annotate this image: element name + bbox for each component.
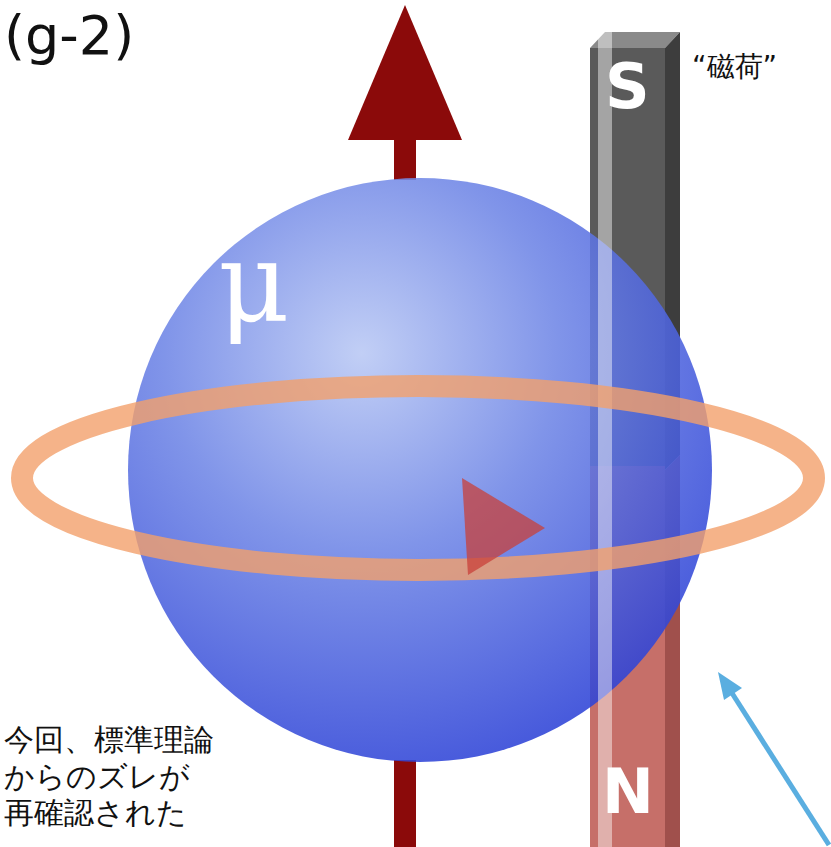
spin-arrow-head	[348, 5, 462, 140]
title-text: (g-2)	[4, 4, 134, 67]
rotation-ring	[22, 386, 814, 570]
note-text: 今回、標準理論 からのズレが 再確認された	[4, 722, 229, 832]
node-label: S	[605, 56, 650, 118]
spin-arrow-tail	[394, 760, 416, 847]
muon-sphere	[128, 178, 712, 762]
pointer-arrowhead	[718, 672, 742, 700]
node-label: N	[602, 761, 654, 823]
rotation-arrowhead	[462, 478, 545, 575]
node-label: μ	[218, 228, 290, 338]
magnet-s-pole: S	[590, 48, 665, 466]
magnet-n-pole: N	[590, 466, 665, 847]
muon-sphere: μ	[128, 178, 712, 762]
magnetic-charge-label: “磁荷”	[692, 50, 777, 84]
highlight-band	[598, 30, 612, 847]
pointer-arrow	[730, 690, 829, 845]
